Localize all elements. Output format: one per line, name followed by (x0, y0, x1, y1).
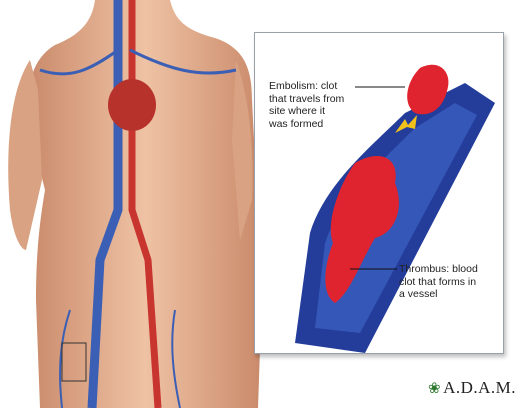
heart (108, 79, 156, 131)
leaf-icon: ❀ (428, 379, 441, 398)
torso-silhouette (28, 0, 262, 408)
left-arm (8, 60, 42, 250)
logo-text: A.D.A.M. (443, 378, 516, 398)
embolism-label: Embolism: clot that travels from site wh… (269, 80, 384, 130)
adam-logo: ❀ A.D.A.M. (428, 378, 516, 398)
thrombus-label: Thrombus: blood clot that forms in a ves… (399, 263, 499, 301)
vessel-inset: Embolism: clot that travels from site wh… (254, 32, 504, 354)
